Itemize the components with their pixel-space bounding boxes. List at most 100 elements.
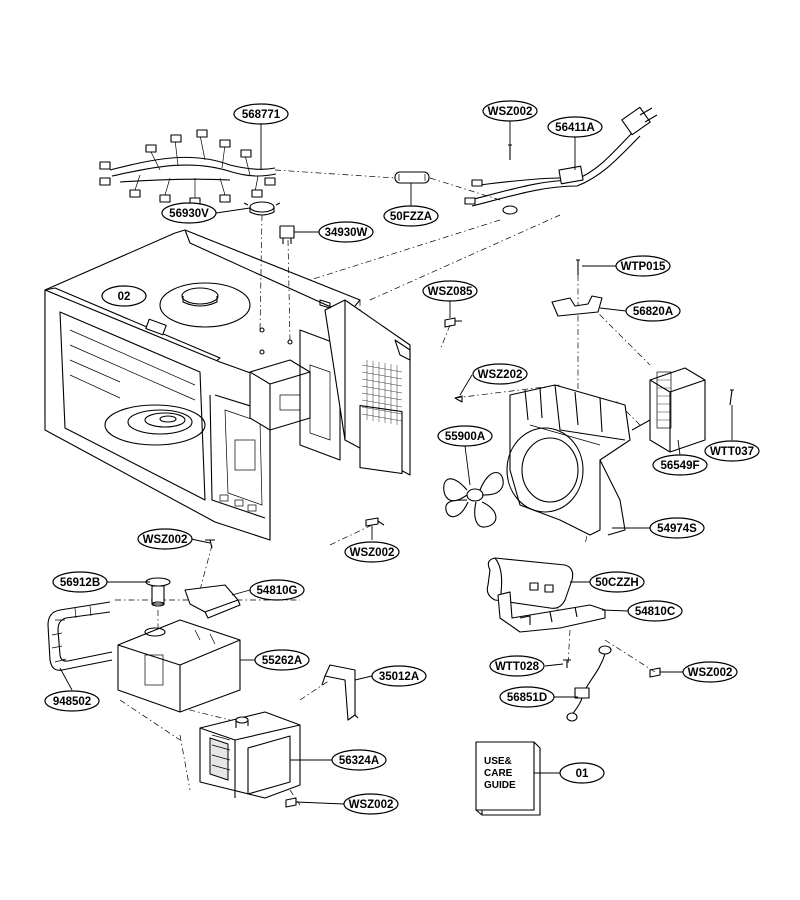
part-number-label: WSZ002 (350, 547, 395, 559)
sensor-cord-drawing (566, 645, 612, 722)
part-callout-01: 01 (559, 762, 605, 784)
magnetron-drawing (199, 711, 301, 799)
callout-ellipse (625, 300, 681, 322)
booklet-line-2: CARE (484, 768, 513, 779)
booklet-line-1: USE& (484, 756, 512, 767)
part-callout-54810c: 54810C (627, 600, 683, 622)
thermal-fuse-drawing (145, 577, 171, 607)
callout-ellipse (547, 116, 603, 138)
part-callout-35012a: 35012A (371, 665, 427, 687)
callout-ellipse (627, 600, 683, 622)
fan-motor-drawing (631, 367, 734, 453)
callout-ellipse (682, 661, 738, 683)
part-number-label: 55900A (445, 431, 485, 443)
part-callout-wtp015: WTP015 (615, 255, 671, 277)
part-callout-wsz002: WSZ002 (343, 793, 399, 815)
wire-harness-drawing (99, 129, 277, 206)
part-number-label: 56912B (60, 577, 100, 589)
bracket-56820A-drawing (551, 259, 603, 317)
part-number-label: WSZ002 (143, 534, 188, 546)
part-callout-568771: 568771 (233, 103, 289, 125)
part-number-label: 54974S (657, 523, 697, 535)
part-callout-54810g: 54810G (249, 579, 305, 601)
part-number-label: 56851D (507, 692, 547, 704)
callout-ellipse (482, 100, 538, 122)
callout-ellipse (318, 221, 374, 243)
part-callout-wtt028: WTT028 (489, 655, 545, 677)
booklet-line-3: GUIDE (484, 780, 516, 791)
transformer-drawing (117, 619, 241, 713)
part-callout-wsz002: WSZ002 (137, 528, 193, 550)
part-number-label: WSZ002 (488, 106, 533, 118)
part-callout-wtt037: WTT037 (704, 440, 760, 462)
part-number-label: 54810G (257, 585, 298, 597)
part-callout-56324a: 56324A (331, 749, 387, 771)
callout-ellipse (371, 665, 427, 687)
callout-ellipse (589, 571, 645, 593)
leader-lines (59, 121, 733, 805)
part-number-label: 948502 (53, 696, 91, 708)
callout-ellipse (254, 649, 310, 671)
part-callout-wsz002: WSZ002 (344, 541, 400, 563)
callout-ellipse (652, 454, 708, 476)
power-cord-drawing (464, 106, 658, 215)
callout-ellipse (233, 103, 289, 125)
part-callout-50fzza: 50FZZA (383, 205, 439, 227)
callout-ellipse (161, 202, 217, 224)
part-number-label: 34930W (325, 227, 368, 239)
part-callout-wsz085: WSZ085 (422, 280, 478, 302)
part-number-label: 55262A (262, 655, 302, 667)
part-number-label: 02 (118, 291, 131, 303)
fan-housing-drawing (454, 384, 631, 536)
part-number-label: 56411A (555, 122, 595, 134)
part-number-label: 56930V (169, 208, 209, 220)
callout-ellipse (437, 425, 493, 447)
part-number-label: WSZ002 (349, 799, 394, 811)
callout-ellipse (489, 655, 545, 677)
callout-ellipse (52, 571, 108, 593)
callout-ellipse (615, 255, 671, 277)
callout-ellipse (331, 749, 387, 771)
part-number-label: 01 (576, 768, 589, 780)
thermostat-drawing (243, 201, 281, 216)
callout-ellipse (704, 440, 760, 462)
fan-blade-drawing (443, 471, 504, 528)
callout-ellipse (343, 793, 399, 815)
part-callout-50czzh: 50CZZH (589, 571, 645, 593)
part-callout-54974s: 54974S (649, 517, 705, 539)
part-number-label: WSZ085 (428, 286, 473, 298)
part-callout-56912b: 56912B (52, 571, 108, 593)
gasket-drawing (47, 601, 113, 671)
part-callout-55900a: 55900A (437, 425, 493, 447)
callout-ellipse (499, 686, 555, 708)
callout-ellipse (249, 579, 305, 601)
part-callout-56820a: 56820A (625, 300, 681, 322)
part-callout-56411a: 56411A (547, 116, 603, 138)
callout-ellipse (472, 363, 528, 385)
callout-ellipse (137, 528, 193, 550)
part-callout-02: 02 (101, 285, 147, 307)
bracket-35012A-drawing (321, 664, 359, 721)
part-number-label: 50FZZA (390, 211, 432, 223)
part-number-label: 54810C (635, 606, 675, 618)
part-callout-56549f: 56549F (652, 454, 708, 476)
part-callout-56851d: 56851D (499, 686, 555, 708)
part-number-label: 35012A (379, 671, 419, 683)
part-callout-wsz002: WSZ002 (482, 100, 538, 122)
part-number-label: 56324A (339, 755, 379, 767)
callout-ellipse (422, 280, 478, 302)
part-number-label: 568771 (242, 109, 281, 121)
manual-booklet: USE& CARE GUIDE (475, 741, 541, 816)
part-callout-56930v: 56930V (161, 202, 217, 224)
part-number-label: WSZ202 (478, 369, 523, 381)
part-number-label: WSZ002 (688, 667, 733, 679)
callout-ellipse (101, 285, 147, 307)
screw-drawings (205, 317, 661, 808)
part-number-label: WTT037 (710, 446, 754, 458)
part-number-label: 56549F (660, 460, 699, 472)
assembly-guide-lines (115, 169, 656, 806)
cavity-assembly-drawing (44, 229, 411, 541)
callout-ellipse (44, 690, 100, 712)
